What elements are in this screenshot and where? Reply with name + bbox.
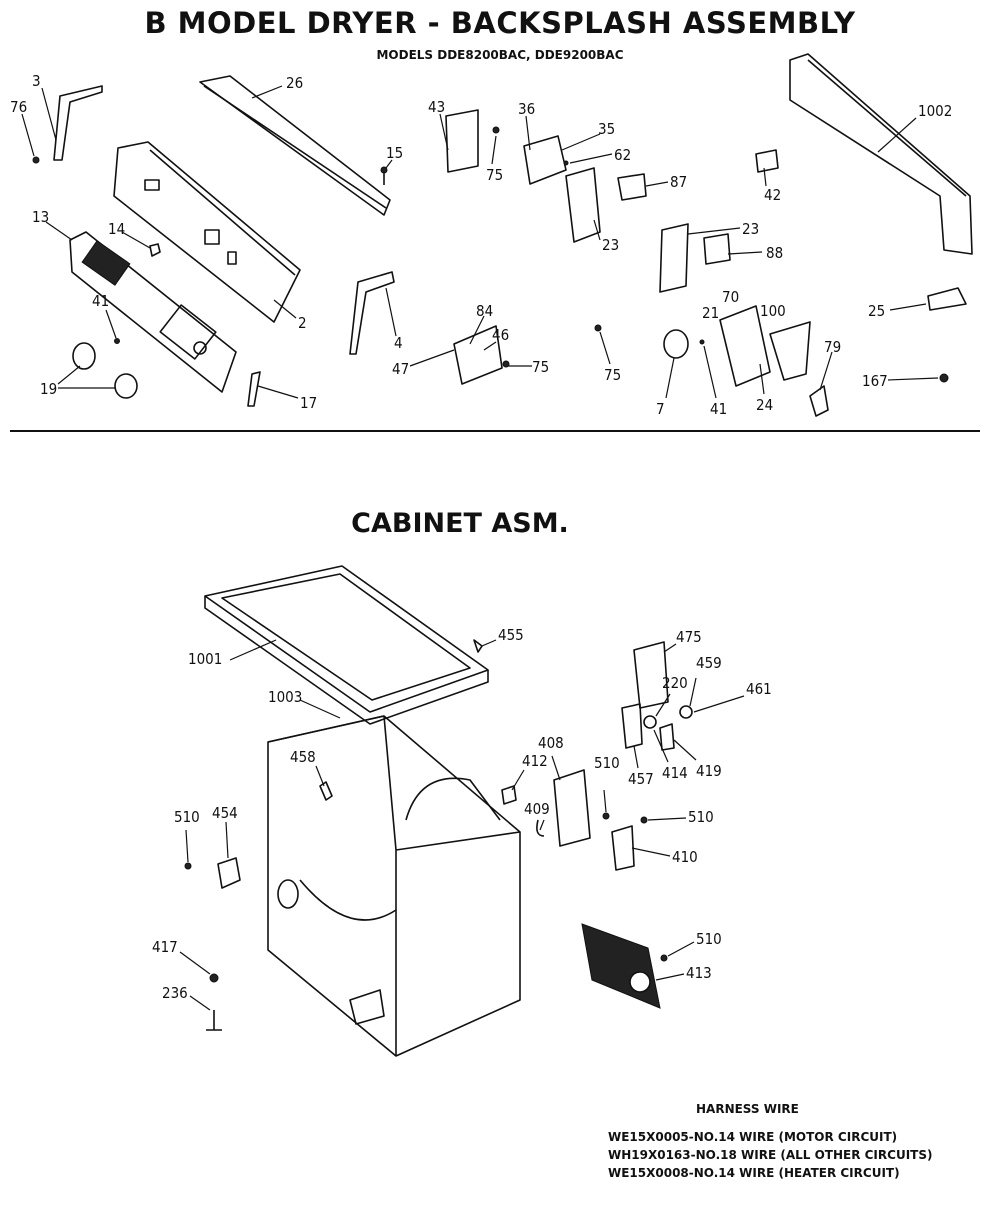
callout-3: 3 — [32, 72, 41, 90]
callout-75-b: 75 — [532, 358, 549, 376]
cabinet-small-parts — [184, 639, 693, 1031]
harness-line-heater: WE15X0008-NO.14 WIRE (HEATER CIRCUIT) — [608, 1166, 900, 1180]
callout-100: 100 — [760, 302, 786, 320]
cabinet-body-part — [267, 715, 521, 1057]
small-parts-backsplash — [114, 109, 967, 417]
callout-17: 17 — [300, 394, 317, 412]
callout-409: 409 — [524, 800, 550, 818]
callout-1003: 1003 — [268, 688, 302, 706]
callout-455: 455 — [498, 626, 524, 644]
harness-heading: HARNESS WIRE — [696, 1102, 799, 1116]
callout-475: 475 — [676, 628, 702, 646]
callout-510-d: 510 — [696, 930, 722, 948]
callout-461: 461 — [746, 680, 772, 698]
callout-41-a: 41 — [92, 292, 109, 310]
callout-13: 13 — [32, 208, 49, 226]
callout-46: 46 — [492, 326, 509, 344]
callout-417: 417 — [152, 938, 178, 956]
cabinet-callouts: 455 1001 1003 458 475 459 461 220 457 41… — [152, 626, 772, 1002]
callout-87: 87 — [670, 173, 687, 191]
callout-413: 413 — [686, 964, 712, 982]
callout-2: 2 — [298, 314, 307, 332]
callout-510-b: 510 — [688, 808, 714, 826]
knob-19-part — [72, 342, 138, 399]
models-subtitle: MODELS DDE8200BAC, DDE9200BAC — [376, 48, 624, 62]
callout-220: 220 — [662, 674, 688, 692]
harness-line-other: WH19X0163-NO.18 WIRE (ALL OTHER CIRCUITS… — [608, 1148, 933, 1162]
callout-459: 459 — [696, 654, 722, 672]
callout-14: 14 — [108, 220, 125, 238]
callout-25: 25 — [868, 302, 885, 320]
callout-76: 76 — [10, 98, 27, 116]
leader-lines — [21, 85, 939, 1011]
callout-510-c: 510 — [174, 808, 200, 826]
callout-47: 47 — [392, 360, 409, 378]
callout-419: 419 — [696, 762, 722, 780]
callout-19: 19 — [40, 380, 57, 398]
callout-62: 62 — [614, 146, 631, 164]
callout-510-a: 510 — [594, 754, 620, 772]
bracket-3-part — [32, 85, 103, 164]
callout-36: 36 — [518, 100, 535, 118]
callout-70: 70 — [722, 288, 739, 306]
callout-21: 21 — [702, 304, 719, 322]
callout-23-b: 23 — [742, 220, 759, 238]
callout-24: 24 — [756, 396, 773, 414]
callout-454: 454 — [212, 804, 238, 822]
top-cover-1002-part — [789, 53, 973, 255]
cabinet-top-1001-part — [204, 565, 489, 725]
callout-15: 15 — [386, 144, 403, 162]
callout-458: 458 — [290, 748, 316, 766]
callout-79: 79 — [824, 338, 841, 356]
callout-414: 414 — [662, 764, 688, 782]
callout-236: 236 — [162, 984, 188, 1002]
callout-84: 84 — [476, 302, 493, 320]
callout-167: 167 — [862, 372, 888, 390]
control-panel-2-part — [113, 141, 301, 323]
callout-43: 43 — [428, 98, 445, 116]
callout-1002: 1002 — [918, 102, 952, 120]
callout-408: 408 — [538, 734, 564, 752]
callout-412: 412 — [522, 752, 548, 770]
callout-23-a: 23 — [602, 236, 619, 254]
callout-7: 7 — [656, 400, 665, 418]
trim-strip-26-part — [199, 75, 391, 216]
callout-1001: 1001 — [188, 650, 222, 668]
callout-75-a: 75 — [486, 166, 503, 184]
harness-line-motor: WE15X0005-NO.14 WIRE (MOTOR CIRCUIT) — [608, 1130, 898, 1144]
callout-26: 26 — [286, 74, 303, 92]
callout-41-b: 41 — [710, 400, 727, 418]
screw-15-part — [380, 166, 388, 185]
backsplash-panel-13-part — [69, 231, 237, 393]
callout-4: 4 — [394, 334, 403, 352]
callout-410: 410 — [672, 848, 698, 866]
page-title: B MODEL DRYER - BACKSPLASH ASSEMBLY — [144, 6, 856, 40]
cabinet-title: CABINET ASM. — [351, 508, 569, 539]
callout-457: 457 — [628, 770, 654, 788]
callout-75-c: 75 — [604, 366, 621, 384]
section-divider — [10, 430, 980, 432]
callout-35: 35 — [598, 120, 615, 138]
callout-42: 42 — [764, 186, 781, 204]
harness-wire-legend: HARNESS WIRE WE15X0005-NO.14 WIRE (MOTOR… — [608, 1100, 988, 1182]
callout-88: 88 — [766, 244, 783, 262]
backsplash-callouts: 3 76 26 15 43 75 36 35 62 87 23 23 88 42… — [10, 72, 952, 418]
